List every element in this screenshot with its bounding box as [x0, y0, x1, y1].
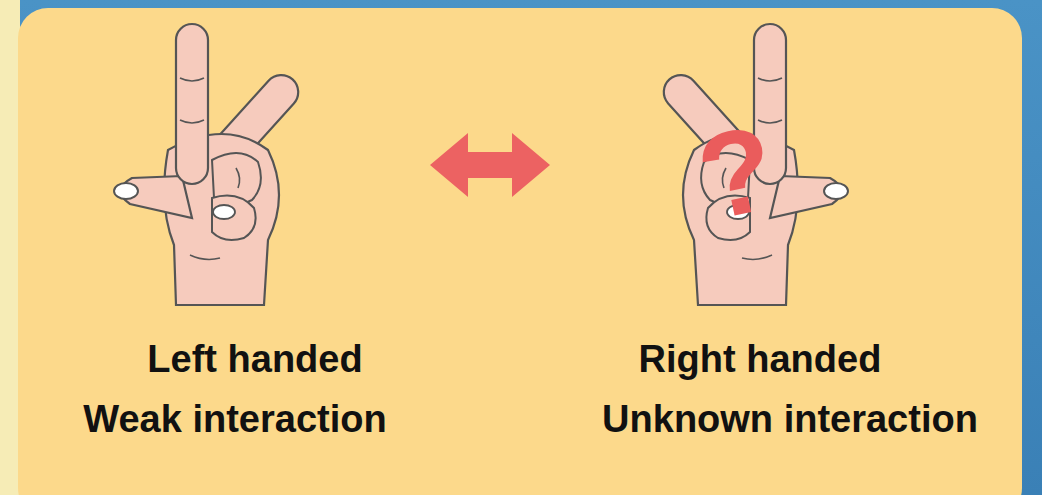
- hand-caption: Left handed: [147, 338, 362, 382]
- double-arrow: [430, 133, 550, 197]
- left-hand: [114, 24, 305, 305]
- side-strip: [0, 0, 20, 495]
- hand-group: Right handedUnknown interaction: [550, 20, 1020, 460]
- interaction-caption: Unknown interaction: [602, 398, 978, 442]
- right-hand: [657, 24, 848, 305]
- hand-group: Left handedWeak interaction: [60, 20, 430, 460]
- interaction-caption: Weak interaction: [83, 398, 386, 442]
- hand-caption: Right handed: [639, 338, 882, 382]
